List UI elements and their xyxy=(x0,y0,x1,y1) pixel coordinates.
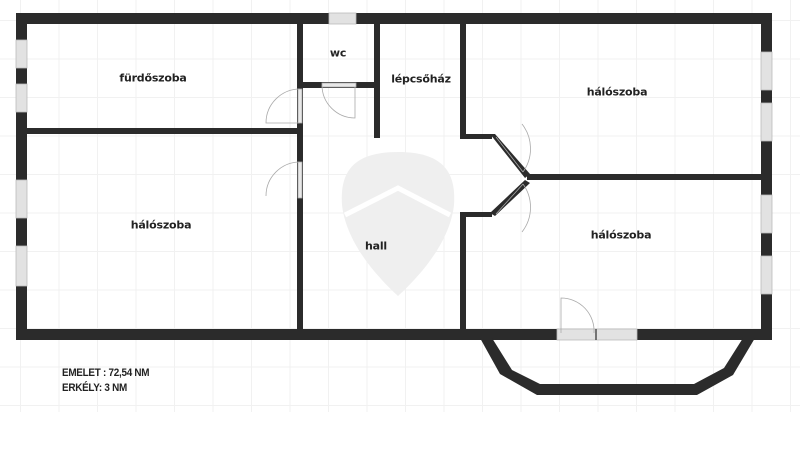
room-label-bedroom-left: hálószoba xyxy=(130,218,192,232)
balcony-wall xyxy=(480,338,755,395)
watermark-roof xyxy=(343,185,452,218)
balcony-area-label: ERKÉLY: 3 NM xyxy=(62,382,127,394)
room-label-stairwell: lépcsőház xyxy=(391,72,451,86)
room-label-hall: hall xyxy=(365,239,387,253)
room-label-bathroom: fürdőszoba xyxy=(119,71,187,85)
windows xyxy=(15,12,773,341)
room-label-bedroom-bottom-right: hálószoba xyxy=(590,228,652,242)
door-swings xyxy=(265,82,597,340)
room-label-wc: wc xyxy=(329,46,347,60)
room-label-bedroom-top-right: hálószoba xyxy=(586,85,648,99)
floor-area-label: EMELET : 72,54 NM xyxy=(62,367,150,379)
watermark-logo xyxy=(341,152,455,296)
